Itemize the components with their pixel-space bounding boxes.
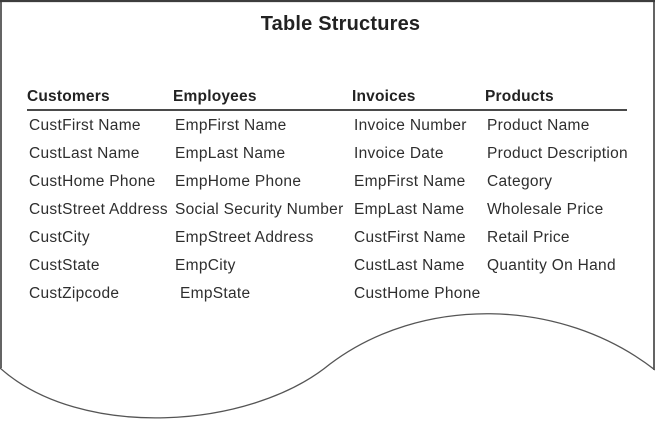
field-item: CustStreet Address xyxy=(29,201,168,218)
table-header-products: Products xyxy=(485,88,554,105)
field-item: CustLast Name xyxy=(29,145,140,162)
field-item: Social Security Number xyxy=(175,201,344,218)
field-item: EmpLast Name xyxy=(175,145,286,162)
field-item: CustLast Name xyxy=(354,257,465,274)
field-item: CustHome Phone xyxy=(354,285,481,302)
field-item: Product Name xyxy=(487,117,590,134)
field-item: CustFirst Name xyxy=(29,117,141,134)
field-item: CustHome Phone xyxy=(29,173,156,190)
field-item: CustZipcode xyxy=(29,285,120,302)
field-item: Category xyxy=(487,173,553,190)
field-item: EmpFirst Name xyxy=(175,117,287,134)
table-header-employees: Employees xyxy=(173,88,257,105)
field-item: EmpHome Phone xyxy=(175,173,302,190)
field-item: EmpStreet Address xyxy=(175,229,314,246)
field-item: EmpCity xyxy=(175,257,236,274)
table-header-customers: Customers xyxy=(27,88,110,105)
field-item: Retail Price xyxy=(487,229,570,246)
field-item: CustState xyxy=(29,257,100,274)
field-item: CustCity xyxy=(29,229,90,246)
table-structures-grid: Customers Employees Invoices Products Cu… xyxy=(27,87,641,308)
field-item: Quantity On Hand xyxy=(487,257,616,274)
field-item: CustFirst Name xyxy=(354,229,466,246)
field-item: Wholesale Price xyxy=(487,201,604,218)
field-item: Product Description xyxy=(487,145,628,162)
table-header-row: Customers Employees Invoices Products xyxy=(27,87,641,107)
field-item: EmpState xyxy=(180,285,251,302)
field-item: Invoice Number xyxy=(354,117,467,134)
field-item: EmpFirst Name xyxy=(354,173,466,190)
torn-page-edge xyxy=(0,313,655,419)
field-item: EmpLast Name xyxy=(354,201,465,218)
header-underline xyxy=(27,109,627,111)
figure-title: Table Structures xyxy=(260,13,421,35)
table-header-invoices: Invoices xyxy=(352,88,416,105)
field-item: Invoice Date xyxy=(354,145,444,162)
